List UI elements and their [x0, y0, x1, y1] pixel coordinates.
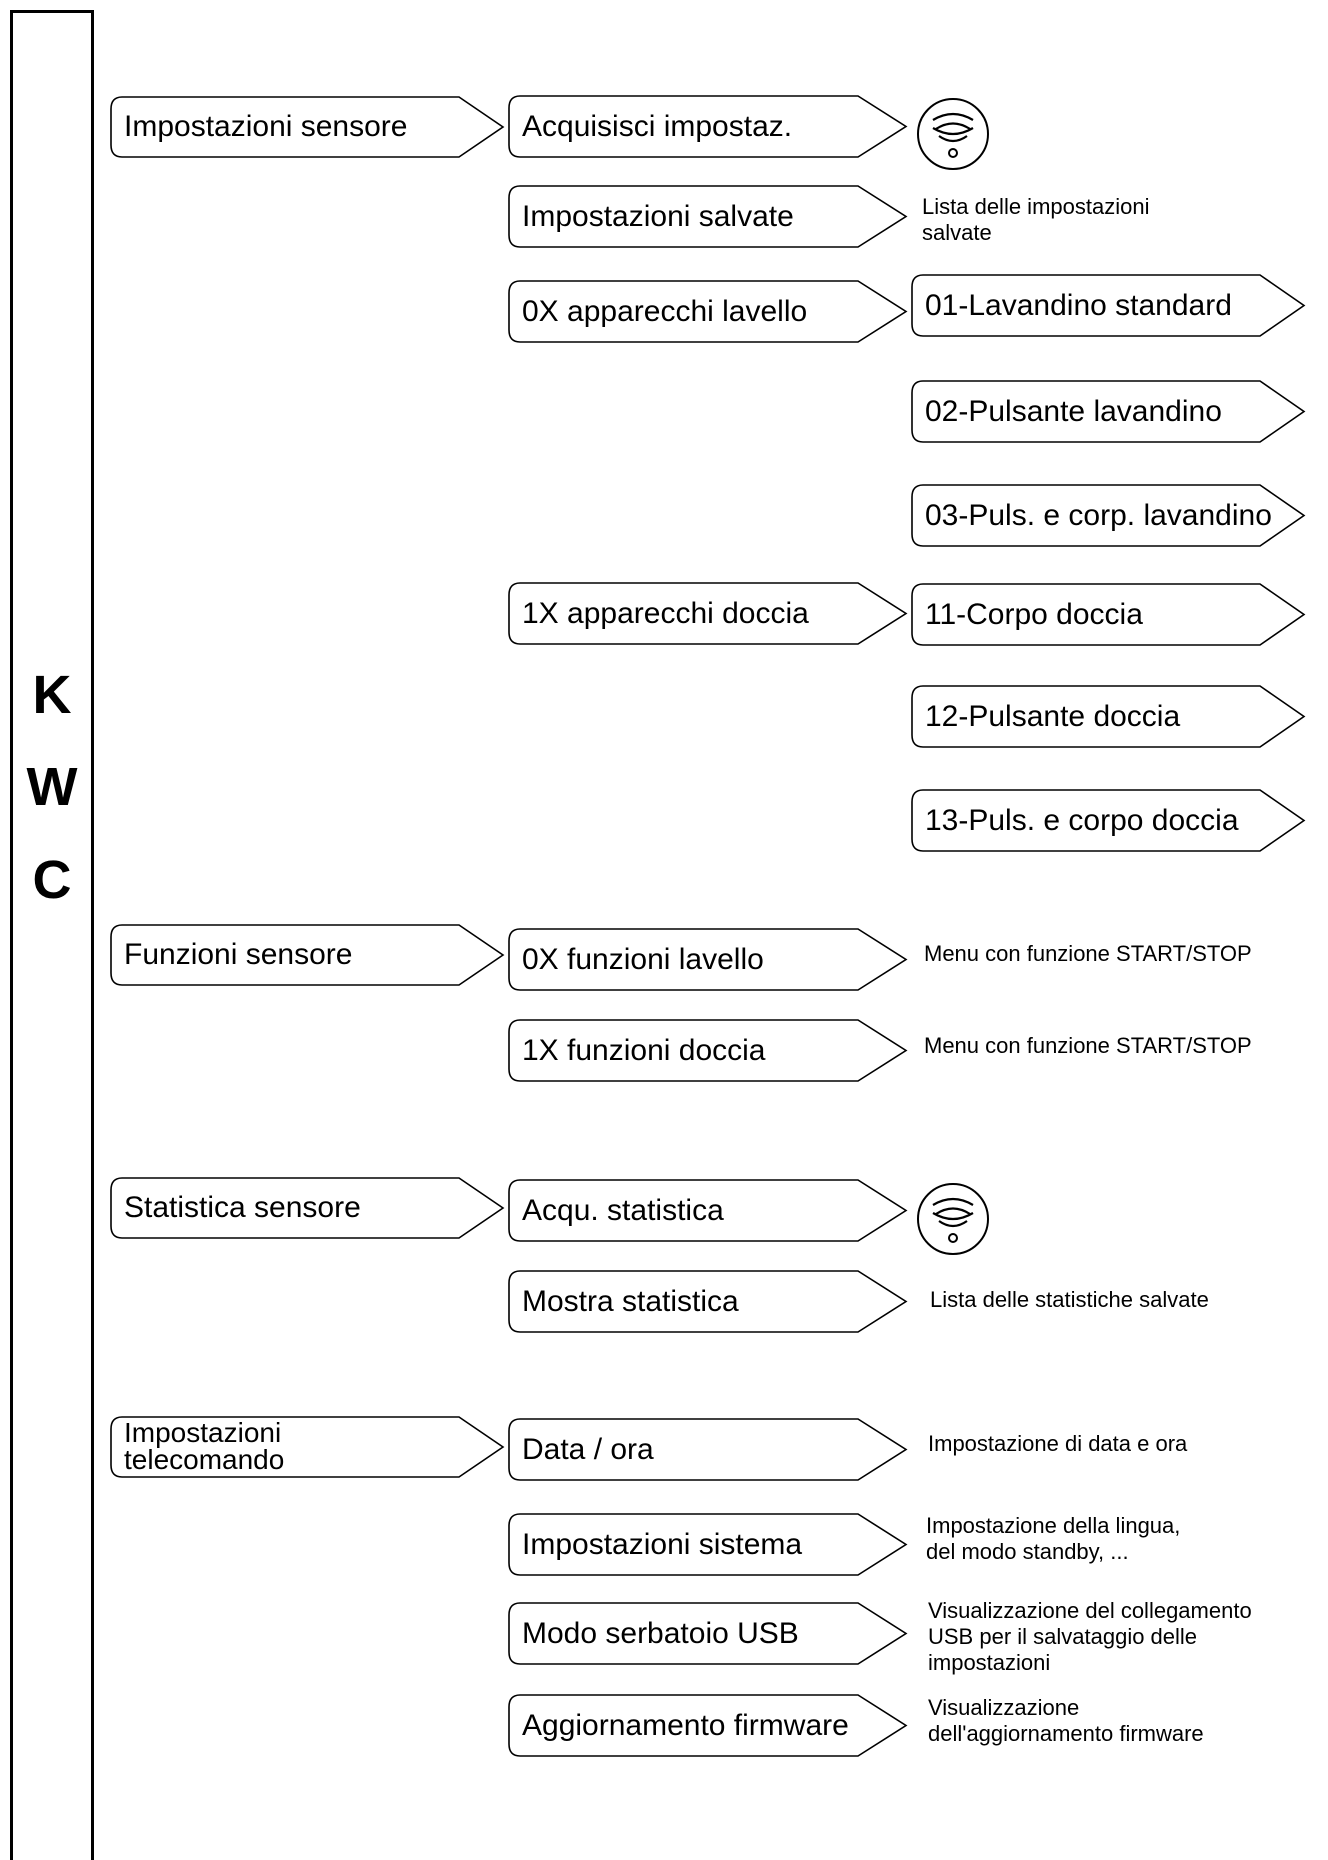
- menu-node-label: 0X funzioni lavello: [522, 942, 764, 976]
- menu-node-funzioni-lavello: 0X funzioni lavello: [508, 928, 908, 991]
- menu-node-label: 03-Puls. e corp. lavandino: [925, 498, 1272, 532]
- sensor-signal-icon: [915, 96, 991, 172]
- menu-node-label: 1X apparecchi doccia: [522, 596, 809, 630]
- menu-node-label: 12-Pulsante doccia: [925, 699, 1181, 733]
- menu-node-aggiornamento-firmware: Aggiornamento firmware: [508, 1694, 908, 1757]
- brand-letter-c: C: [32, 850, 72, 910]
- menu-node-label: Impostazioni sensore: [124, 110, 408, 143]
- menu-node-funzioni-doccia: 1X funzioni doccia: [508, 1019, 908, 1082]
- menu-node-label: 11-Corpo doccia: [925, 597, 1143, 631]
- menu-node-label: Impostazioni sistema: [522, 1527, 803, 1561]
- menu-node-impostazioni-salvate: Impostazioni salvate: [508, 185, 908, 248]
- note-impostazione-data-ora: Impostazione di data e ora: [928, 1431, 1188, 1456]
- brand-sidebar: [10, 10, 94, 1860]
- menu-node-label: 01-Lavandino standard: [925, 288, 1232, 322]
- brand-letter-w: W: [26, 757, 78, 817]
- menu-node-lavandino-standard: 01-Lavandino standard: [911, 274, 1306, 337]
- menu-node-impostazioni-sistema: Impostazioni sistema: [508, 1513, 908, 1576]
- menu-node-acqu-statistica: Acqu. statistica: [508, 1179, 908, 1242]
- note-lista-impostazioni: Lista delle impostazioni salvate: [922, 194, 1150, 245]
- note-lista-statistiche: Lista delle statistiche salvate: [930, 1287, 1209, 1312]
- sensor-signal-icon: [915, 1181, 991, 1257]
- menu-node-puls-corp-lavandino: 03-Puls. e corp. lavandino: [911, 484, 1306, 547]
- menu-node-label: Acquisisci impostaz.: [522, 109, 793, 143]
- menu-node-label: 0X apparecchi lavello: [522, 294, 808, 328]
- menu-node-label: Modo serbatoio USB: [522, 1616, 799, 1650]
- note-menu-start-stop-doccia: Menu con funzione START/STOP: [924, 1033, 1252, 1058]
- menu-node-pulsante-doccia: 12-Pulsante doccia: [911, 685, 1306, 748]
- menu-node-label: Mostra statistica: [522, 1284, 739, 1318]
- note-visualizzazione-usb: Visualizzazione del collegamento USB per…: [928, 1598, 1252, 1675]
- note-visualizzazione-firmware: Visualizzazione dell'aggiornamento firmw…: [928, 1695, 1204, 1746]
- menu-node-apparecchi-lavello: 0X apparecchi lavello: [508, 280, 908, 343]
- menu-node-puls-corpo-doccia: 13-Puls. e corpo doccia: [911, 789, 1306, 852]
- menu-node-label: 1X funzioni doccia: [522, 1033, 766, 1067]
- menu-node-funzioni-sensore: Funzioni sensore: [110, 924, 505, 986]
- note-menu-start-stop-lavello: Menu con funzione START/STOP: [924, 941, 1252, 966]
- note-impostazione-lingua: Impostazione della lingua, del modo stan…: [926, 1513, 1181, 1564]
- menu-node-data-ora: Data / ora: [508, 1418, 908, 1481]
- menu-node-label: Aggiornamento firmware: [522, 1708, 849, 1742]
- menu-node-acquisisci-impostaz: Acquisisci impostaz.: [508, 95, 908, 158]
- menu-node-apparecchi-doccia: 1X apparecchi doccia: [508, 582, 908, 645]
- menu-node-label: Data / ora: [522, 1432, 654, 1466]
- menu-node-impostazioni-telecomando: Impostazioni telecomando: [110, 1416, 505, 1478]
- menu-node-label: 13-Puls. e corpo doccia: [925, 803, 1239, 837]
- menu-node-label: Impostazioni salvate: [522, 199, 794, 233]
- menu-node-modo-serbatoio-usb: Modo serbatoio USB: [508, 1602, 908, 1665]
- menu-node-label: Acqu. statistica: [522, 1193, 724, 1227]
- menu-node-pulsante-lavandino: 02-Pulsante lavandino: [911, 380, 1306, 443]
- menu-node-impostazioni-sensore: Impostazioni sensore: [110, 96, 505, 158]
- menu-node-label: Statistica sensore: [124, 1191, 361, 1224]
- brand-letter-k: K: [32, 665, 72, 725]
- menu-node-label: Funzioni sensore: [124, 938, 353, 971]
- menu-node-corpo-doccia: 11-Corpo doccia: [911, 583, 1306, 646]
- menu-node-mostra-statistica: Mostra statistica: [508, 1270, 908, 1333]
- menu-node-label: 02-Pulsante lavandino: [925, 394, 1222, 428]
- menu-node-statistica-sensore: Statistica sensore: [110, 1177, 505, 1239]
- menu-node-label: Impostazioni telecomando: [124, 1417, 285, 1475]
